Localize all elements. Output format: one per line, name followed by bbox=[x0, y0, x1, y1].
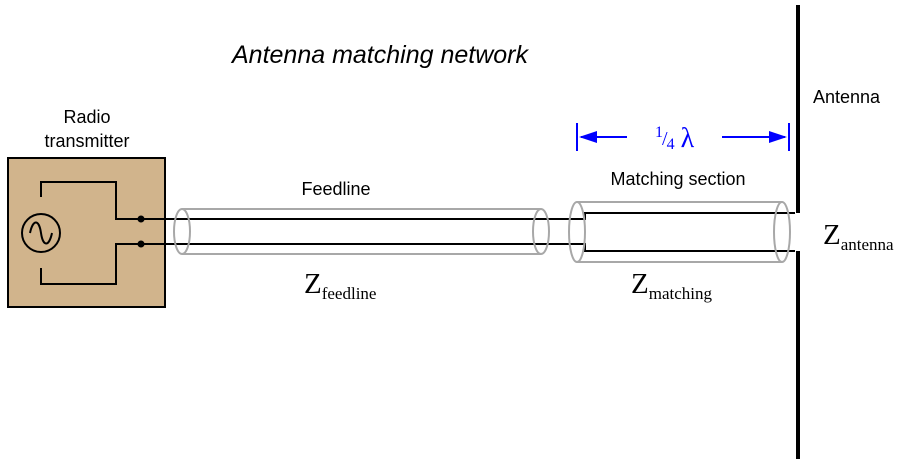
diagram-title: Antenna matching network bbox=[230, 41, 530, 69]
fraction-slash: / bbox=[662, 128, 668, 150]
transmitter-wiring bbox=[40, 181, 180, 285]
antenna-impedance-subscript: antenna bbox=[841, 235, 894, 254]
feedline-impedance-symbol: Z bbox=[304, 268, 322, 300]
fraction-denominator: 4 bbox=[667, 136, 675, 153]
matching-section-cable bbox=[549, 201, 795, 263]
lambda-symbol: λ bbox=[681, 123, 695, 154]
feedline-cable bbox=[165, 208, 550, 255]
matching-impedance-subscript: matching bbox=[649, 284, 713, 303]
antenna-impedance-symbol: Z bbox=[823, 219, 841, 251]
antenna-impedance-label: Zantenna bbox=[823, 219, 894, 254]
ac-source-icon bbox=[21, 213, 61, 253]
feedline-impedance-label: Zfeedline bbox=[304, 268, 376, 303]
transmitter-label-line2: transmitter bbox=[44, 131, 129, 151]
fraction-numerator: 1 bbox=[655, 124, 663, 141]
transmitter-label-line1: Radio bbox=[63, 107, 110, 127]
terminal-dot-bottom bbox=[137, 240, 145, 248]
feedline-impedance-subscript: feedline bbox=[322, 284, 377, 303]
feedline-label: Feedline bbox=[301, 179, 370, 199]
matching-section-label: Matching section bbox=[610, 169, 745, 189]
matching-impedance-label: Zmatching bbox=[631, 268, 712, 303]
terminal-dot-top bbox=[137, 215, 145, 223]
matching-impedance-symbol: Z bbox=[631, 268, 649, 300]
antenna-label: Antenna bbox=[813, 87, 881, 107]
